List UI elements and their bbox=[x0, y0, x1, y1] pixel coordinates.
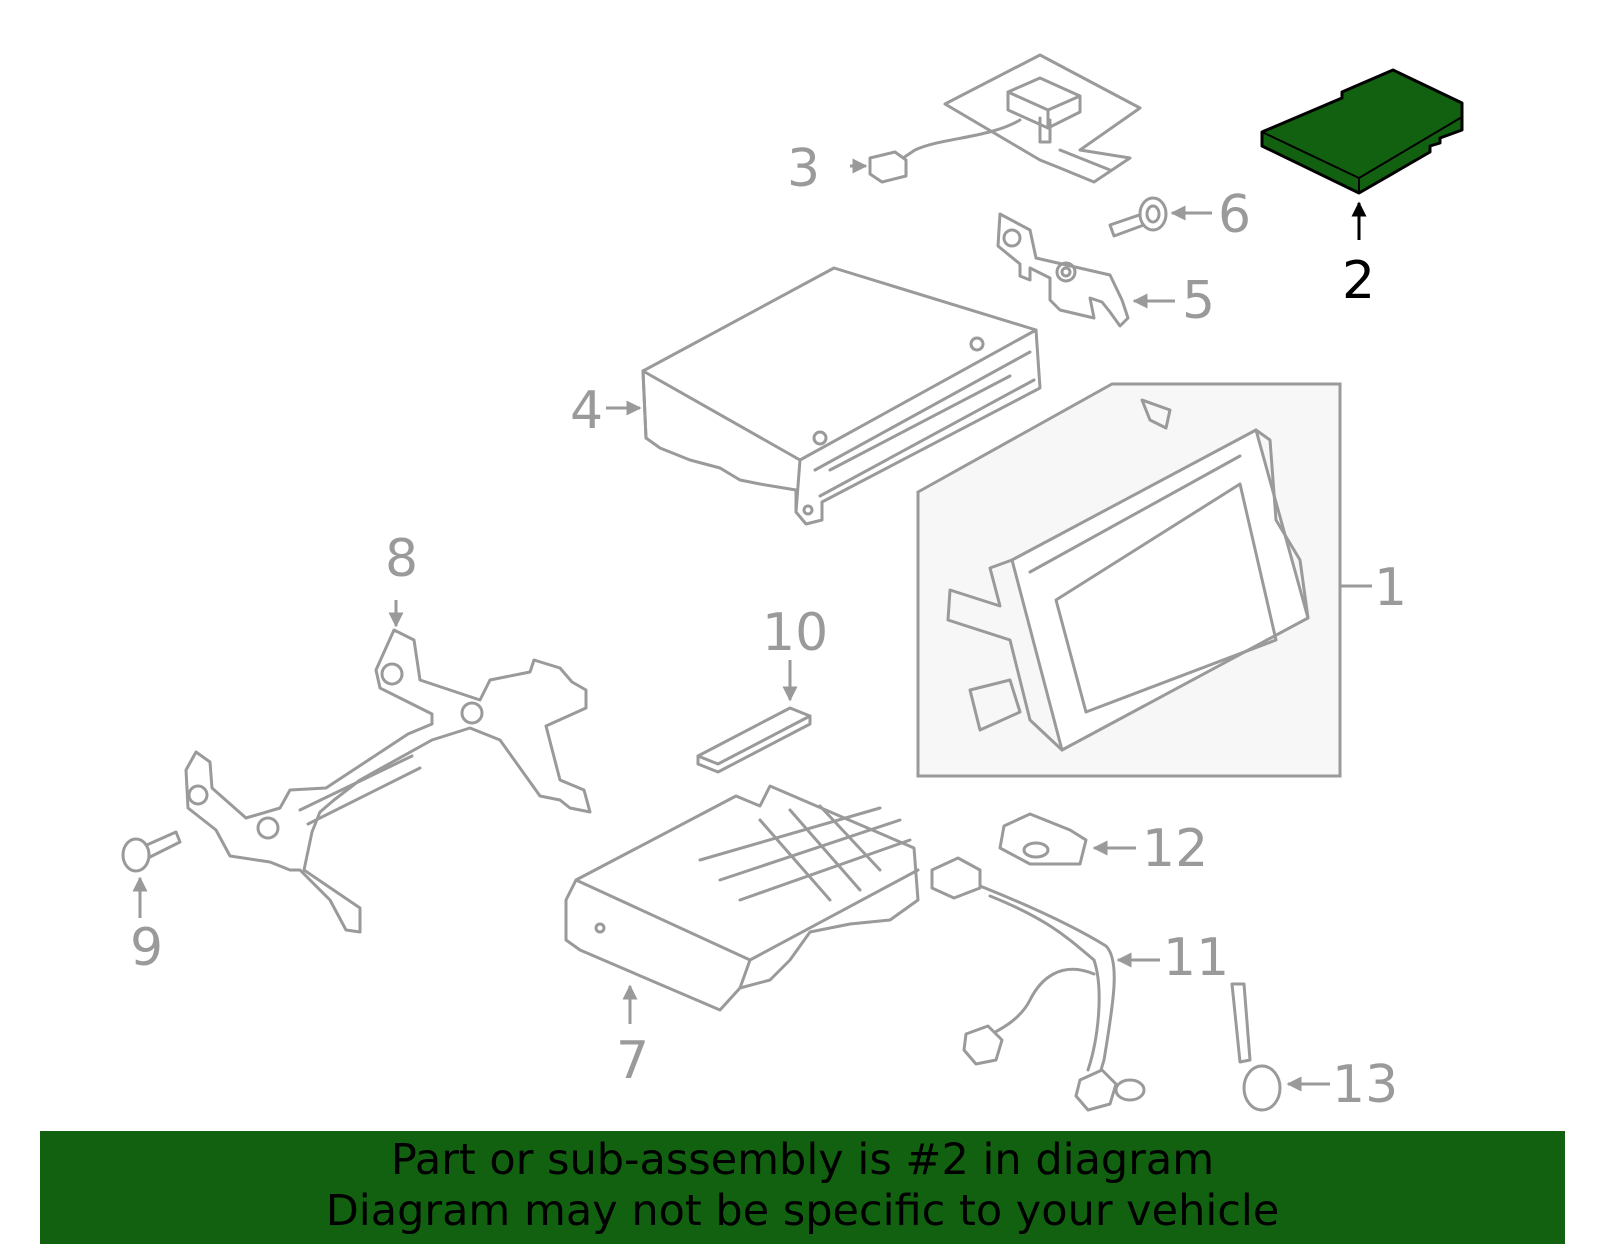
part-7-amplifier[interactable] bbox=[564, 784, 920, 1012]
part-11-harness[interactable] bbox=[930, 856, 1146, 1112]
banner-line-1: Part or sub-assembly is #2 in diagram bbox=[390, 1135, 1215, 1185]
part-13-ground-strap[interactable] bbox=[1230, 982, 1282, 1112]
callout-11: 11 bbox=[1163, 928, 1229, 988]
callout-8: 8 bbox=[385, 529, 418, 589]
part-12-clip[interactable] bbox=[998, 812, 1088, 866]
callout-5: 5 bbox=[1182, 271, 1215, 331]
callout-12: 12 bbox=[1142, 819, 1208, 879]
part-10-pad[interactable] bbox=[696, 706, 812, 774]
part-9-screw[interactable] bbox=[121, 830, 182, 873]
part-2-module[interactable] bbox=[1260, 68, 1464, 195]
info-banner: Part or sub-assembly is #2 in diagram Di… bbox=[40, 1131, 1565, 1244]
callout-7: 7 bbox=[616, 1031, 649, 1091]
part-4-receiver[interactable] bbox=[641, 266, 1042, 526]
callout-1: 1 bbox=[1374, 558, 1407, 618]
part-6-bolt[interactable] bbox=[1108, 196, 1168, 238]
callout-4: 4 bbox=[570, 381, 603, 441]
callout-6: 6 bbox=[1218, 185, 1251, 245]
banner-line-2: Diagram may not be specific to your vehi… bbox=[325, 1186, 1280, 1236]
part-8-bracket[interactable] bbox=[184, 628, 592, 934]
callout-9: 9 bbox=[130, 918, 163, 978]
callout-2: 2 bbox=[1342, 251, 1375, 311]
callout-10: 10 bbox=[762, 603, 828, 663]
callout-13: 13 bbox=[1332, 1055, 1398, 1115]
part-5-bracket[interactable] bbox=[996, 212, 1130, 328]
part-3-antenna[interactable] bbox=[868, 53, 1142, 184]
callout-3: 3 bbox=[787, 139, 820, 199]
part-1-display[interactable] bbox=[916, 382, 1342, 778]
